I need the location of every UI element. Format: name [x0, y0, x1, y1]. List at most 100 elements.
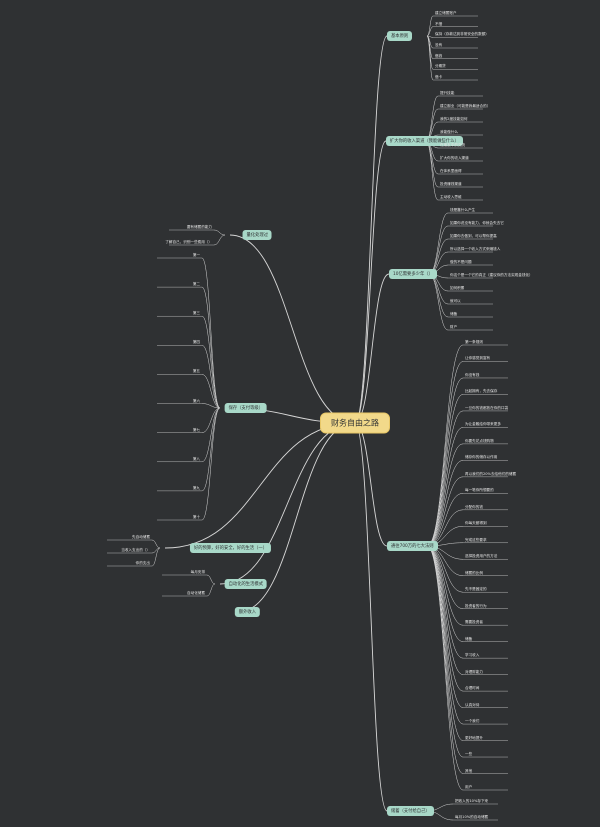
leaf-item[interactable]: 选择投资用户的方法 — [465, 554, 498, 559]
branch-extra-income[interactable]: 额外收入 — [234, 607, 260, 617]
leaf-item[interactable]: 比起拥有，先去保存 — [465, 389, 498, 394]
connector — [428, 225, 449, 275]
branch-quantify[interactable]: 量化处理过 — [242, 230, 272, 240]
leaf-item[interactable]: 第三 — [192, 311, 200, 316]
leaf-item[interactable]: 提升技能 — [440, 91, 455, 95]
leaf-item[interactable]: 每月安排 — [190, 570, 205, 574]
leaf-item[interactable]: 如果你去做到，可以帮你提高 — [450, 234, 497, 238]
leaf-item[interactable]: 要有储蓄的能力 — [186, 225, 212, 229]
root-node[interactable]: 财务自由之路 — [320, 412, 390, 434]
leaf-item[interactable]: 认真对待 — [465, 702, 480, 707]
connector — [201, 257, 221, 409]
leaf-item[interactable]: 分期贷 — [435, 64, 446, 69]
leaf-item[interactable]: 主动收入思维 — [440, 195, 462, 199]
connector — [426, 493, 464, 547]
leaf-item[interactable]: 如何积累 — [450, 286, 465, 290]
connector — [201, 345, 221, 409]
connector — [219, 422, 356, 585]
leaf-item[interactable]: 每一笔你所想要的 — [465, 488, 494, 493]
leaf-item[interactable]: 第七 — [192, 427, 200, 432]
leaf-item[interactable]: 财产 — [450, 325, 458, 329]
leaf-item[interactable]: 第六 — [192, 398, 200, 403]
connector — [426, 545, 464, 791]
leaf-item[interactable]: 一个我们 — [465, 719, 480, 724]
leaf-item[interactable]: 让你感觉到富有 — [465, 356, 491, 361]
branch-automation[interactable]: 自动化的生活模式 — [224, 579, 267, 589]
leaf-item[interactable]: 做的不是问题 — [450, 260, 472, 264]
leaf-item[interactable]: 其他 — [465, 768, 473, 773]
leaf-item[interactable]: 每月10%的自动储蓄 — [455, 815, 489, 819]
branch-expand-income[interactable]: 扩大你的收入渠道（我能做些什么） — [386, 136, 463, 146]
leaf-item[interactable]: 对理财能力 — [465, 669, 483, 674]
connector — [426, 410, 464, 547]
leaf-item[interactable]: 把收入的10%存下来 — [455, 799, 489, 803]
leaf-item[interactable]: 当收入支出的（） — [121, 548, 150, 552]
leaf-item[interactable]: 在体系里面得 — [440, 169, 462, 173]
branch-save-levels[interactable]: 保存（支付等级） — [224, 403, 267, 413]
leaf-item[interactable]: 第十 — [192, 515, 200, 519]
leaf-item[interactable]: 你每天都得到 — [465, 521, 487, 526]
leaf-item[interactable]: 储蓄的比例 — [465, 570, 483, 575]
leaf-item[interactable]: 分配你的钱 — [465, 504, 483, 509]
leaf-item[interactable]: 你的支出 — [135, 561, 150, 565]
leaf-item[interactable]: 了解自己，识别一些费用（） — [165, 240, 212, 244]
leaf-item[interactable]: 保持（存款达到非常安全的数额） — [435, 32, 489, 37]
leaf-item[interactable]: 没有 — [435, 43, 443, 47]
leaf-item[interactable]: 借钱 — [435, 53, 443, 58]
leaf-item[interactable]: 你这个是一个它的真正（建议你的方法实现金钱化） — [450, 273, 533, 277]
leaf-item[interactable]: 再以我们的20%去给他们的储蓄 — [465, 471, 517, 476]
leaf-item[interactable]: 就可以 — [450, 299, 461, 303]
branch-seven-rules[interactable]: 通往700万的七大法则 — [387, 541, 438, 551]
leaf-item[interactable]: 自动化储蓄 — [187, 591, 205, 595]
leaf-item[interactable]: 为让金融给你带来更多 — [465, 422, 501, 427]
leaf-item[interactable]: 合理时间 — [465, 686, 480, 691]
leaf-item[interactable]: 我的2度技能如何 — [440, 117, 468, 121]
connector — [426, 545, 464, 774]
branch-savings[interactable]: 储蓄（支付给自己） — [387, 806, 434, 816]
leaf-item[interactable]: 投资赚钱渠道 — [440, 182, 462, 186]
connector — [354, 35, 388, 424]
leaf-item[interactable]: 如果你说没有能力，你就会失去它 — [450, 221, 504, 225]
leaf-item[interactable]: 第一条规则 — [465, 340, 483, 344]
leaf-item[interactable]: 学习收入 — [465, 653, 480, 658]
leaf-item[interactable]: 先不是固定的 — [465, 587, 487, 592]
leaf-item[interactable]: 第一 — [192, 253, 200, 257]
leaf-item[interactable]: 扩大你的收入渠道 — [440, 156, 469, 160]
leaf-item[interactable]: 需要投资者 — [465, 620, 483, 625]
leaf-item[interactable]: 我能做什么 — [440, 130, 458, 134]
leaf-item[interactable]: 你没有钱 — [465, 372, 480, 377]
leaf-item[interactable]: 第四 — [192, 340, 200, 345]
connector — [206, 574, 216, 585]
branch-good-budget[interactable]: 好的预算，好的安全，好的生活（一） — [189, 543, 271, 553]
leaf-item[interactable]: 先自动储蓄 — [132, 535, 150, 539]
connector — [213, 234, 226, 246]
leaf-item[interactable]: 在朋友中的交流 — [440, 143, 466, 147]
leaf-item[interactable]: 建立储蓄账户 — [435, 11, 457, 15]
leaf-item[interactable]: 第九 — [192, 485, 200, 490]
leaf-item[interactable]: 一些 — [465, 752, 473, 757]
leaf-item[interactable]: 建立副业（可能是我最适合的） — [440, 104, 491, 108]
leaf-item[interactable]: 你要先花点钱购物 — [465, 438, 494, 443]
connector — [428, 273, 449, 318]
leaf-item[interactable]: 用户 — [465, 785, 473, 789]
leaf-item[interactable]: 储备 — [465, 636, 473, 641]
leaf-item[interactable]: 更好地提升 — [465, 735, 483, 740]
leaf-item[interactable]: 储备 — [450, 312, 458, 316]
branch-ten-years[interactable]: 10亿需要多少年（） — [389, 269, 437, 279]
leaf-item[interactable]: 不借 — [435, 21, 443, 26]
leaf-item[interactable]: 储存你的储存以作用 — [465, 455, 498, 460]
leaf-item[interactable]: 完成这些要求 — [465, 537, 487, 542]
leaf-item[interactable]: 一旦你的钱都放在你的口袋 — [465, 405, 509, 410]
leaf-item[interactable]: 第五 — [192, 369, 200, 374]
connector — [426, 35, 434, 81]
connector — [201, 407, 221, 492]
leaf-item[interactable]: 借卡 — [435, 75, 443, 79]
branch-basic-principles[interactable]: 基本原则 — [387, 31, 413, 41]
leaf-item[interactable]: 钱是靠什么产生 — [450, 208, 476, 212]
leaf-item[interactable]: 第二 — [192, 282, 200, 287]
leaf-item[interactable]: 投资者的行为 — [465, 603, 487, 608]
leaf-item[interactable]: 所以选择一个收入方式来赚钱人 — [450, 247, 501, 251]
leaf-item[interactable]: 第八 — [192, 456, 200, 461]
